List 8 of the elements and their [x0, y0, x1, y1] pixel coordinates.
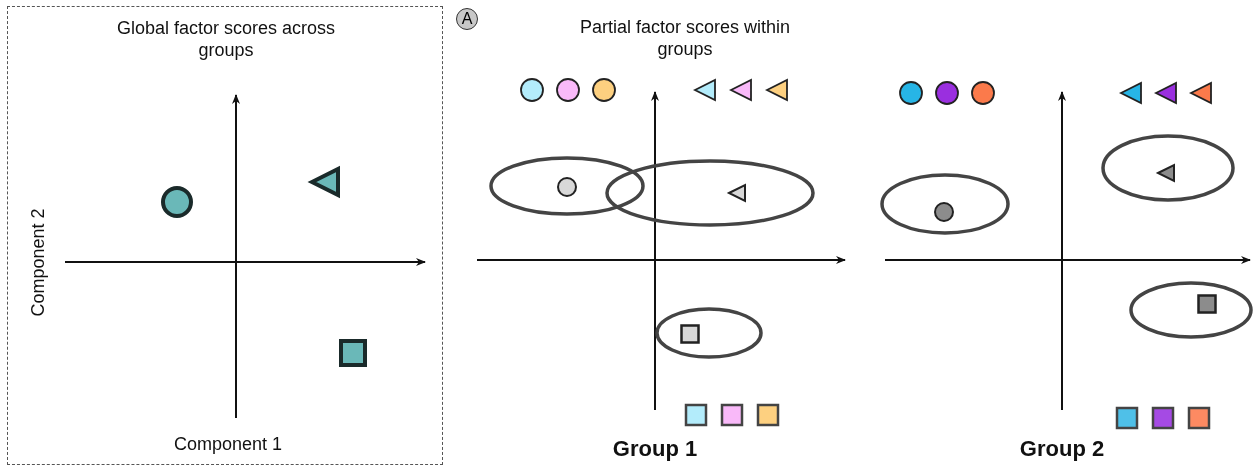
plot-title: Partial factor scores within groups	[578, 16, 792, 60]
group-label: Group 1	[611, 436, 699, 462]
group-label: Group 2	[1018, 436, 1106, 462]
panel-letter-badge: A	[456, 8, 478, 30]
axis-label: Component 2	[27, 207, 49, 319]
plot-title: Global factor scores across groups	[115, 17, 337, 61]
panel-frame	[7, 6, 443, 465]
axis-label: Component 1	[172, 434, 284, 455]
